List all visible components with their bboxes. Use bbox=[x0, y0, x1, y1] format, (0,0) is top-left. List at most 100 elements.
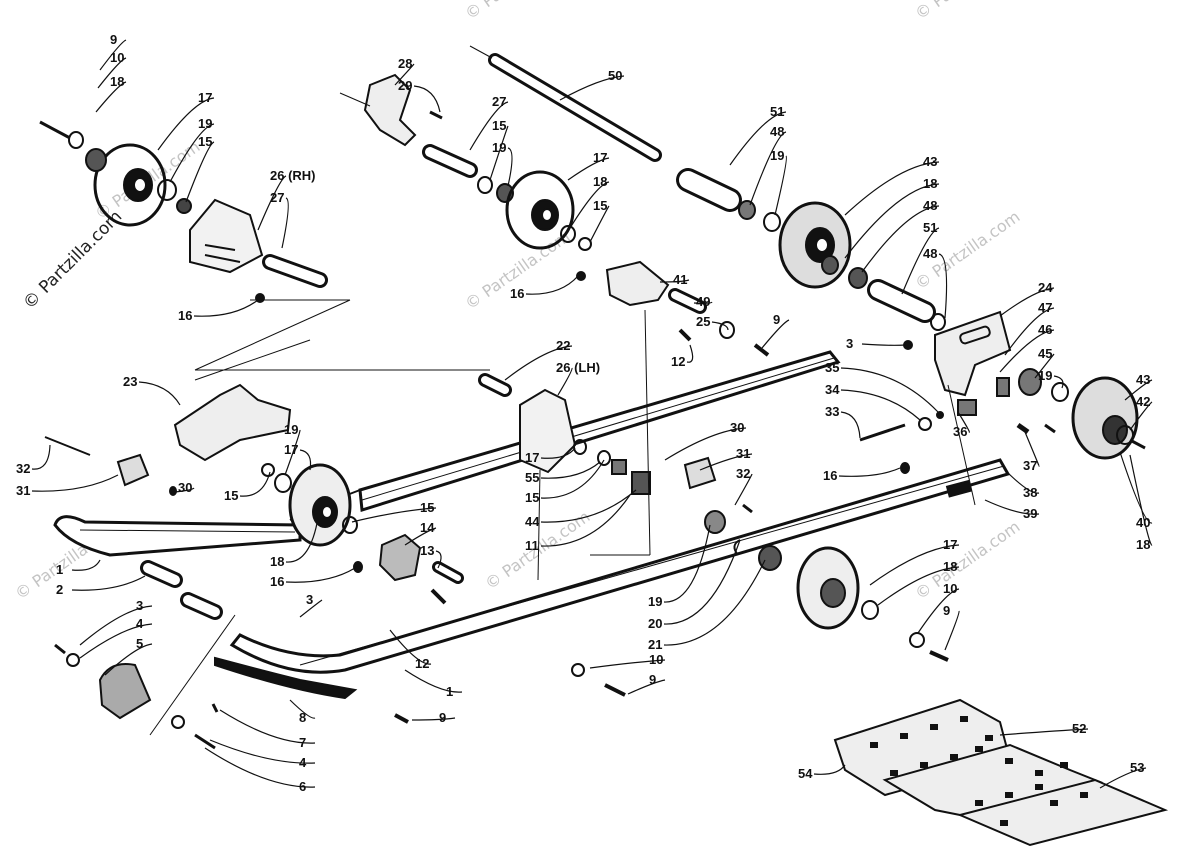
callout-leader-line bbox=[917, 588, 960, 634]
callout-leader-line bbox=[285, 517, 319, 563]
callout-leader-line bbox=[840, 389, 921, 421]
callout-leader-line bbox=[169, 123, 215, 183]
callout-label: 3 bbox=[136, 598, 143, 613]
callout-leader-line bbox=[774, 155, 787, 216]
callout-label: 11 bbox=[525, 538, 539, 553]
callout-label: 25 bbox=[696, 314, 710, 329]
callout-leader-line bbox=[284, 429, 301, 476]
callout-leader-line bbox=[999, 287, 1055, 317]
callout-leader-line bbox=[281, 197, 289, 249]
callout-label: 19 bbox=[770, 148, 784, 163]
callout-leader-line bbox=[31, 474, 119, 492]
callout-label: 48 bbox=[770, 124, 784, 139]
callout-label: 45 bbox=[1038, 346, 1052, 361]
callout-leader-line bbox=[557, 367, 573, 396]
callout-leader-line bbox=[569, 181, 610, 229]
slide-8-drawing bbox=[211, 656, 409, 724]
bumper-5-drawing bbox=[54, 614, 236, 750]
bumpers-drawing bbox=[44, 436, 717, 496]
callout-label: 1 bbox=[56, 562, 63, 577]
callout-leader-line bbox=[813, 764, 846, 775]
callout-leader-line bbox=[1034, 353, 1055, 379]
callout-leader-line bbox=[840, 411, 861, 439]
callout-leader-line bbox=[1119, 451, 1153, 524]
callout-label: 18 bbox=[593, 174, 607, 189]
callout-label: 50 bbox=[608, 68, 622, 83]
callout-leader-line bbox=[844, 183, 940, 259]
callout-label: 27 bbox=[492, 94, 506, 109]
callout-label: 32 bbox=[736, 466, 750, 481]
callout-label: 12 bbox=[415, 656, 429, 671]
callout-label: 10 bbox=[943, 581, 957, 596]
callout-leader-line bbox=[504, 345, 573, 381]
callout-leader-line bbox=[869, 544, 960, 586]
callout-leader-line bbox=[1004, 307, 1055, 356]
copyright-watermark: © Partzilla.com bbox=[19, 207, 126, 314]
callout-label: 44 bbox=[525, 514, 540, 529]
callout-label: 4 bbox=[136, 616, 144, 631]
callout-label: 1 bbox=[446, 684, 453, 699]
callout-label: 53 bbox=[1130, 760, 1144, 775]
callout-leader-line bbox=[1129, 401, 1153, 431]
callout-label: 15 bbox=[224, 488, 238, 503]
wheel-43-right-drawing bbox=[1016, 376, 1146, 460]
callout-label: 42 bbox=[1136, 394, 1150, 409]
watermark-text: © Partzilla.com bbox=[911, 0, 1023, 23]
callout-leader-line bbox=[104, 643, 153, 676]
callout-leader-line bbox=[1004, 469, 1040, 494]
callout-leader-line bbox=[861, 343, 906, 346]
callout-label: 15 bbox=[198, 134, 212, 149]
callout-leader-line bbox=[185, 141, 215, 203]
callout-label: 16 bbox=[823, 468, 837, 483]
rail-front-left-drawing bbox=[53, 515, 302, 557]
wheel-center-drawing bbox=[505, 170, 592, 281]
callout-leader-line bbox=[840, 367, 939, 413]
callout-leader-line bbox=[659, 279, 690, 283]
callout-label: 21 bbox=[648, 637, 662, 652]
callout-leader-line bbox=[627, 679, 666, 695]
callout-label: 22 bbox=[556, 338, 570, 353]
callout-label: 19 bbox=[284, 422, 298, 437]
callout-leader-line bbox=[257, 175, 287, 231]
callout-label: 39 bbox=[1023, 506, 1037, 521]
callout-label: 36 bbox=[953, 424, 967, 439]
callout-label: 26 (RH) bbox=[270, 168, 316, 183]
callout-label: 8 bbox=[299, 710, 306, 725]
callout-label: 41 bbox=[673, 272, 687, 287]
callout-label: 19 bbox=[1038, 368, 1052, 383]
callout-leader-line bbox=[285, 567, 356, 583]
callout-leader-line bbox=[761, 319, 790, 349]
guide-lines bbox=[194, 299, 651, 581]
callout-leader-line bbox=[877, 566, 960, 606]
callout-label: 24 bbox=[1038, 280, 1053, 295]
callout-label: 19 bbox=[648, 594, 662, 609]
callout-leader-line bbox=[95, 81, 127, 113]
callout-leader-line bbox=[589, 205, 610, 243]
callout-leader-line bbox=[540, 459, 605, 499]
callout-leader-line bbox=[957, 411, 970, 433]
callout-label: 51 bbox=[770, 104, 784, 119]
callout-label: 15 bbox=[525, 490, 539, 505]
callout-label: 23 bbox=[123, 374, 137, 389]
callout-leader-line bbox=[394, 63, 415, 86]
callout-leader-line bbox=[413, 85, 441, 113]
callout-leader-line bbox=[861, 205, 940, 273]
callout-leader-line bbox=[686, 344, 694, 363]
callout-label: 16 bbox=[270, 574, 284, 589]
callout-label: 17 bbox=[284, 442, 298, 457]
callout-leader-line bbox=[99, 39, 127, 71]
callout-label: 16 bbox=[178, 308, 192, 323]
callout-label: 35 bbox=[825, 360, 839, 375]
callout-leader-line bbox=[404, 527, 437, 546]
bolts-lower-drawing bbox=[571, 663, 626, 697]
bracket-41-drawing bbox=[605, 260, 770, 357]
callout-leader-line bbox=[1129, 454, 1153, 546]
callout-leader-line bbox=[999, 329, 1055, 373]
callout-leader-line bbox=[404, 669, 463, 693]
bracket-26lh-drawing bbox=[478, 373, 651, 495]
parts-drawing bbox=[39, 45, 1169, 847]
callout-label: 29 bbox=[398, 78, 412, 93]
callout-label: 5 bbox=[136, 636, 143, 651]
callout-label: 15 bbox=[420, 500, 434, 515]
